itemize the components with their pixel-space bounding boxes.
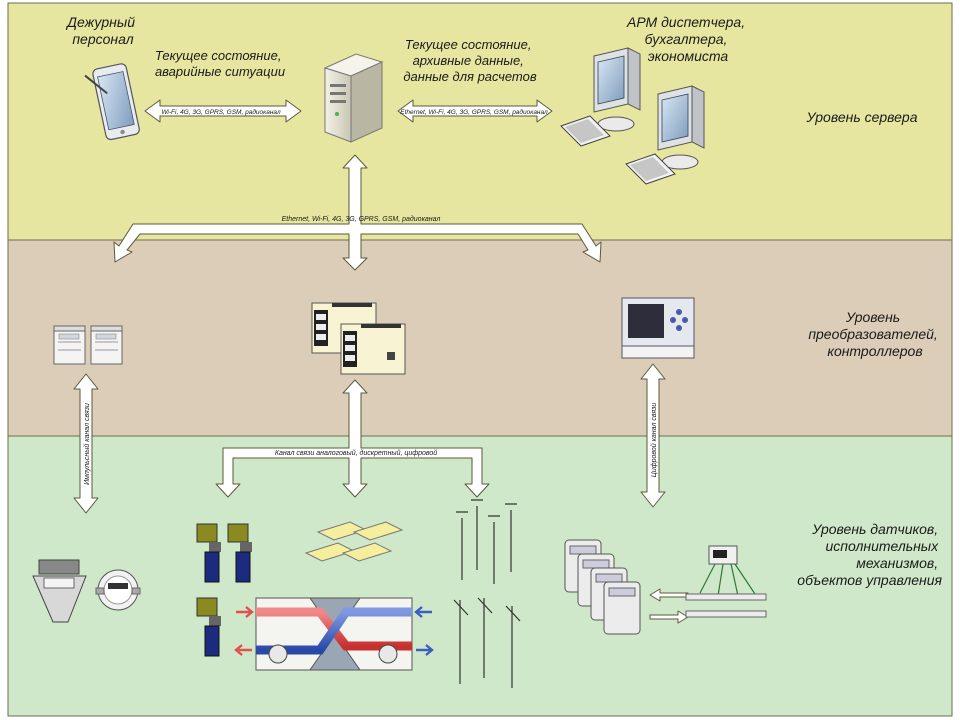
desktop-pc-icon — [560, 47, 641, 147]
tablet-icon — [84, 63, 140, 141]
workstations-label: АРМ диспетчера, бухгалтера, экономиста — [626, 14, 749, 64]
digital-channel-arrow — [640, 363, 666, 508]
water-meter-icon — [95, 569, 141, 611]
pulse-channel-label: Импульсный канал связи — [83, 403, 91, 485]
staff-server-arrow — [144, 99, 302, 123]
gas-meter-icon — [32, 559, 87, 623]
server-arm-arrow — [397, 99, 553, 123]
air-handling-unit-icon — [234, 597, 434, 671]
temperature-probe-icon — [456, 499, 517, 584]
plc-controller-icon — [340, 323, 406, 375]
sensor-level-label: Уровень датчиков, исполнительных механиз… — [797, 521, 942, 588]
staff-channel-label: Wi-Fi, 4G, 3G, GPRS, GSM, радиоканал — [161, 108, 281, 116]
server-level-label: Уровень сервера — [805, 109, 917, 125]
heat-calculator-icon — [621, 297, 695, 359]
arm-link-label: Текущее состояние, архивные данные, данн… — [403, 37, 536, 84]
din-module-icon — [53, 325, 86, 365]
controller-level-band — [7, 239, 953, 437]
server-icon — [323, 53, 384, 143]
temperature-probe-icon — [453, 597, 521, 688]
server-bus-label: Ethernet, Wi-Fi, 4G, 3G, GPRS, GSM, ради… — [282, 215, 441, 223]
digital-channel-label: Цифровой канал связи — [650, 403, 658, 478]
connection-arrows — [73, 99, 689, 624]
duty-staff-label: Дежурный персонал — [65, 14, 139, 47]
server-level-band — [7, 2, 953, 241]
valve-actuator-icon — [196, 523, 252, 657]
electricity-meter-icon — [564, 539, 641, 635]
field-channel-arrow — [215, 379, 490, 498]
desktop-pc-icon — [625, 85, 705, 185]
ultrasonic-flowmeter-icon — [685, 545, 767, 618]
staff-link-label: Текущее состояние, аварийные ситуации — [155, 48, 285, 79]
din-module-icon — [90, 325, 123, 365]
arm-channel-label: Ethernet, Wi-Fi, 4G, 3G, GPRS, GSM, ради… — [400, 108, 548, 116]
panel-sensor-icon — [304, 521, 404, 562]
pulse-channel-arrow — [73, 373, 99, 514]
controller-level-label: Уровень преобразователей, контроллеров — [808, 309, 941, 359]
field-channel-label: Канал связи аналоговый, дискретный, цифр… — [275, 449, 437, 457]
server-bus-arrow — [113, 154, 602, 271]
